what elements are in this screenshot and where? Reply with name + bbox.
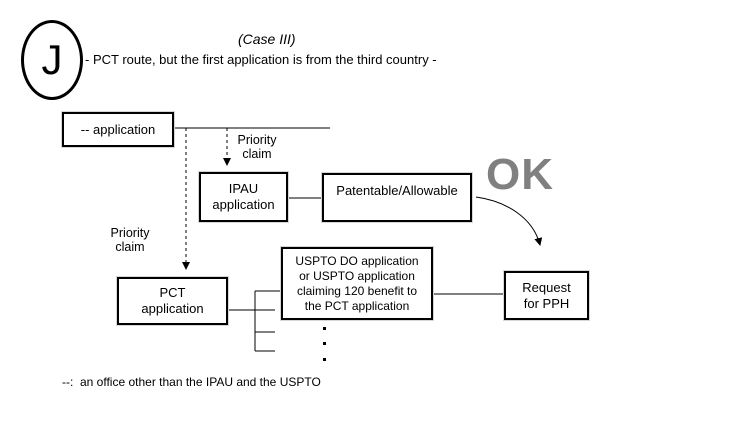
box-uspto-application: USPTO DO application or USPTO applicatio… [281, 247, 433, 320]
case-title: (Case III) [238, 31, 296, 47]
case-badge-letter: J [41, 36, 63, 83]
footnote-legend: --: an office other than the IPAU and th… [62, 375, 321, 389]
box-patentable-allowable: Patentable/Allowable [322, 173, 472, 222]
allowable-to-request-arrow [475, 196, 543, 246]
dot [323, 358, 326, 361]
priority-claim-label-ipau: Priority claim [237, 133, 277, 161]
priority-claim-label-pct: Priority claim [110, 226, 150, 254]
case-subtitle: - PCT route, but the first application i… [85, 52, 437, 67]
box-first-application: -- application [62, 112, 174, 147]
ok-status-text: OK [486, 150, 554, 199]
dot [323, 327, 326, 330]
box-ipau-application: IPAU application [199, 172, 288, 222]
case-badge: J [21, 20, 83, 100]
box-pct-application: PCT application [117, 277, 228, 325]
dot [323, 342, 326, 345]
box-request-for-pph: Request for PPH [504, 271, 589, 320]
